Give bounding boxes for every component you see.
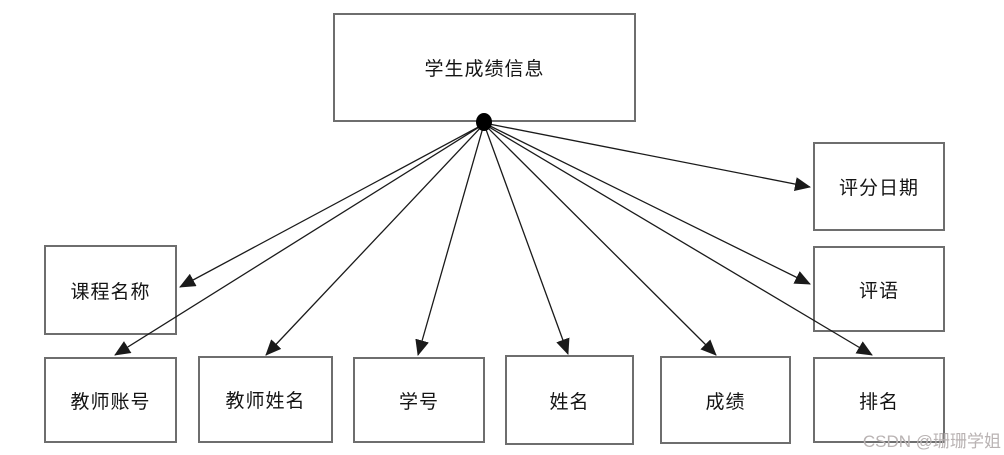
attribute-box-score: 成绩: [660, 356, 791, 444]
attribute-box-rating-date: 评分日期: [813, 142, 945, 231]
connector-line-comment: [483, 122, 811, 285]
attribute-box-comment: 评语: [813, 246, 945, 332]
attribute-box-student-id: 学号: [353, 357, 485, 443]
watermark-text: CSDN @珊珊学姐: [862, 432, 1001, 451]
connector-line-score: [483, 123, 717, 356]
attribute-label-student-id: 学号: [398, 391, 439, 413]
attribute-box-teacher-name: 教师姓名: [198, 356, 333, 443]
connector-line-course-name: [179, 123, 485, 288]
attribute-box-teacher-account: 教师账号: [44, 357, 177, 443]
entity-box-student-grade-info: 学生成绩信息: [333, 13, 636, 122]
attribute-label-course-name: 课程名称: [70, 281, 151, 303]
attribute-label-rank: 排名: [858, 391, 899, 413]
entity-label: 学生成绩信息: [424, 59, 545, 80]
connector-line-student-id: [415, 123, 485, 356]
attribute-label-rating-date: 评分日期: [838, 178, 919, 199]
connector-line-rating-date: [483, 122, 811, 191]
connector-line-name: [483, 123, 570, 355]
attribute-box-rank: 排名: [813, 357, 945, 443]
attribute-label-comment: 评语: [858, 280, 899, 302]
attribute-label-name: 姓名: [549, 391, 590, 413]
connector-line-teacher-name: [265, 123, 485, 356]
attribute-label-teacher-account: 教师账号: [70, 391, 151, 413]
attribute-box-name: 姓名: [505, 355, 634, 445]
attribute-label-teacher-name: 教师姓名: [225, 391, 306, 412]
attribute-label-score: 成绩: [705, 391, 746, 413]
attribute-box-course-name: 课程名称: [44, 245, 177, 335]
